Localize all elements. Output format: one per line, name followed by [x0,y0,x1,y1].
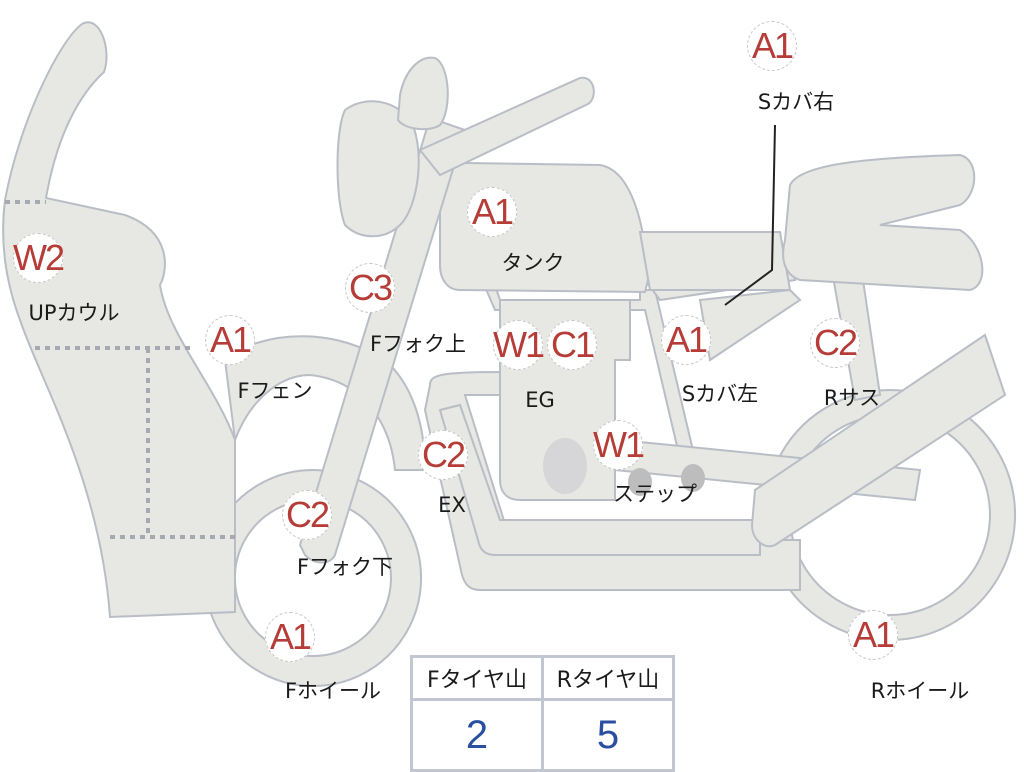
seat [782,153,984,292]
front-tire-header: Fタイヤ山 [410,655,544,701]
damage-code: A1 [848,610,898,660]
part-label: EG [525,388,555,412]
handlebar [418,76,595,177]
damage-code: C2 [418,430,468,480]
damage-code: A1 [205,315,255,365]
front-fork [298,116,467,564]
right-step-peg [681,464,705,492]
damage-code: W1 [593,420,645,470]
side-cover [638,231,792,291]
cowl-section-lines [5,200,235,539]
part-label: EX [438,493,466,517]
swingarm [750,333,1007,548]
part-label: Fホイール [284,679,382,703]
damage-code: W2 [13,233,65,283]
part-label: UPカウル [28,301,120,325]
damage-code: C1 [547,320,597,370]
part-label: Fフェン [237,379,313,403]
rear-tire-header: Rタイヤ山 [541,655,675,701]
left-step-peg [628,468,652,496]
part-label: Fフォク下 [296,555,394,579]
damage-code: A1 [467,187,517,237]
part-label: Sカバ左 [681,382,759,406]
part-label: Fフォク上 [369,332,467,356]
damage-code: A1 [661,315,711,365]
damage-code: A1 [265,612,315,662]
meter [396,56,449,131]
part-label: ステップ [613,482,697,506]
damage-code: W1 [493,320,545,370]
side-cover-left [698,288,802,362]
damage-code: C3 [345,263,395,313]
damage-code: C2 [810,318,860,368]
damage-code: C2 [282,490,332,540]
upper-cowl [2,21,236,619]
part-label: Sカバ右 [757,90,835,114]
rear-tire-value: 5 [541,698,675,772]
part-label: タンク [501,251,565,275]
front-tire-value: 2 [410,698,544,772]
damage-code: A1 [747,21,797,71]
engine-cover [543,438,587,494]
part-label: Rサス [823,386,881,410]
tire-tread-table: Fタイヤ山 Rタイヤ山 2 5 [410,655,675,772]
part-label: Rホイール [870,679,970,703]
leader-line [724,124,776,306]
